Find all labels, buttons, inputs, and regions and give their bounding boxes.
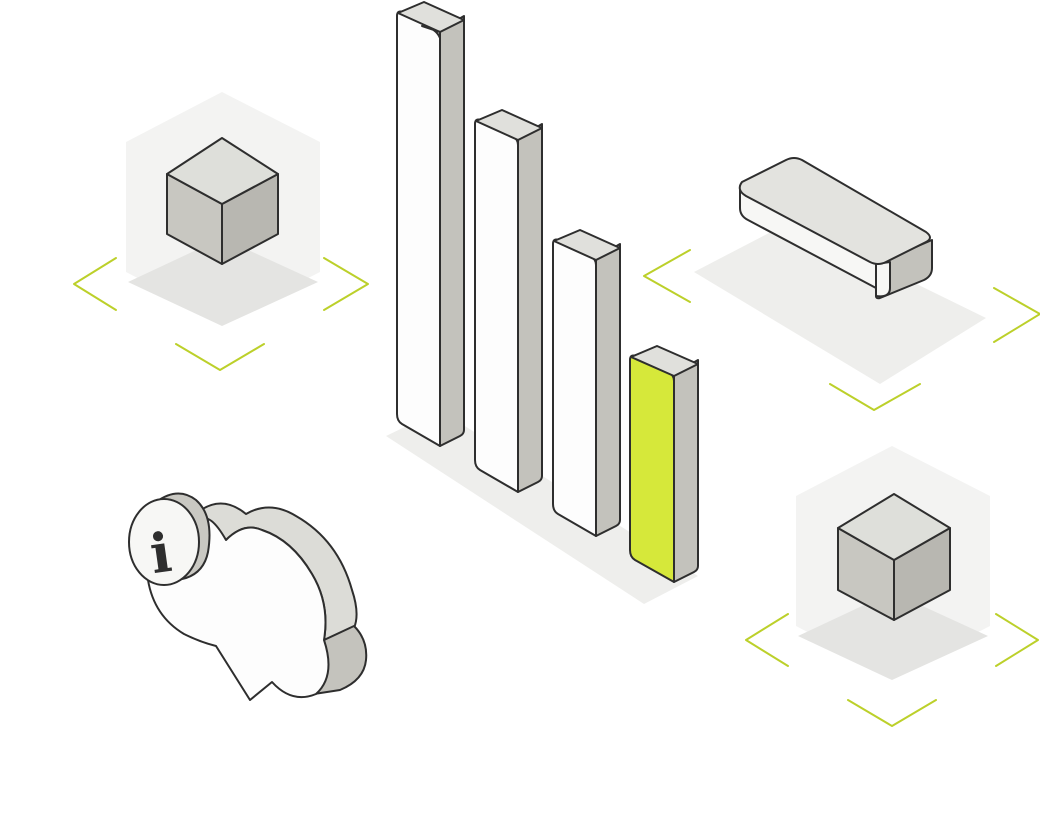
bar-3-top [553,229,621,261]
slab-top-right [643,157,1040,411]
slab-bracket-left [643,249,691,303]
bar-2-front [474,118,519,493]
info-badge-face [128,498,200,586]
bar-chart-floor-shadow [386,410,698,604]
cube-top-left-bracket-right [323,257,369,311]
info-badge: i [128,492,211,586]
cube-bottom-right-brackets [745,613,1039,727]
bar-2 [474,109,543,493]
bar-4-side [673,359,699,583]
bar-4-front [629,354,675,583]
cube-top-left-shadow [128,238,318,326]
bar-4-top [630,345,699,377]
slab-edge-round [875,261,891,298]
cube-top-left [73,92,369,371]
bar-1-side [439,15,465,447]
cube-top-left-bracket-left [73,257,117,311]
bar-2-side [517,123,543,493]
slab-shadow [694,222,986,384]
bar-1-top [397,1,465,33]
bar-3 [552,229,621,537]
cube-top-left-brackets [73,257,369,371]
bar-1 [396,1,465,447]
bar-1-front [396,10,441,447]
bar-1-top-bevel [421,25,441,39]
slab-top [738,157,931,265]
slab-bracket-bottom [829,383,921,411]
cube-bottom-right-bracket-right [995,613,1039,667]
bar-3-side [595,243,621,537]
bar-2-top [475,109,543,141]
bar-3-front [552,238,597,537]
cube-bottom-right-body [837,493,951,621]
cube-top-left-bracket-bottom [175,343,265,371]
slab-brackets [643,249,1040,411]
info-cloud-bubble: i [128,492,368,701]
cube-top-left-top [166,137,279,205]
slab-bracket-right [993,287,1040,343]
cube-bottom-right-bracket-bottom [847,699,937,727]
bar-4-highlighted [629,345,699,583]
cube-top-left-body [166,137,279,265]
bar-chart [386,1,699,604]
cube-bottom-right-bracket-left [745,613,789,667]
cube-bottom-right-shadow [798,592,988,680]
cube-bottom-right-top [837,493,951,561]
slab-body [738,157,933,300]
cube-bottom-right [745,446,1039,727]
